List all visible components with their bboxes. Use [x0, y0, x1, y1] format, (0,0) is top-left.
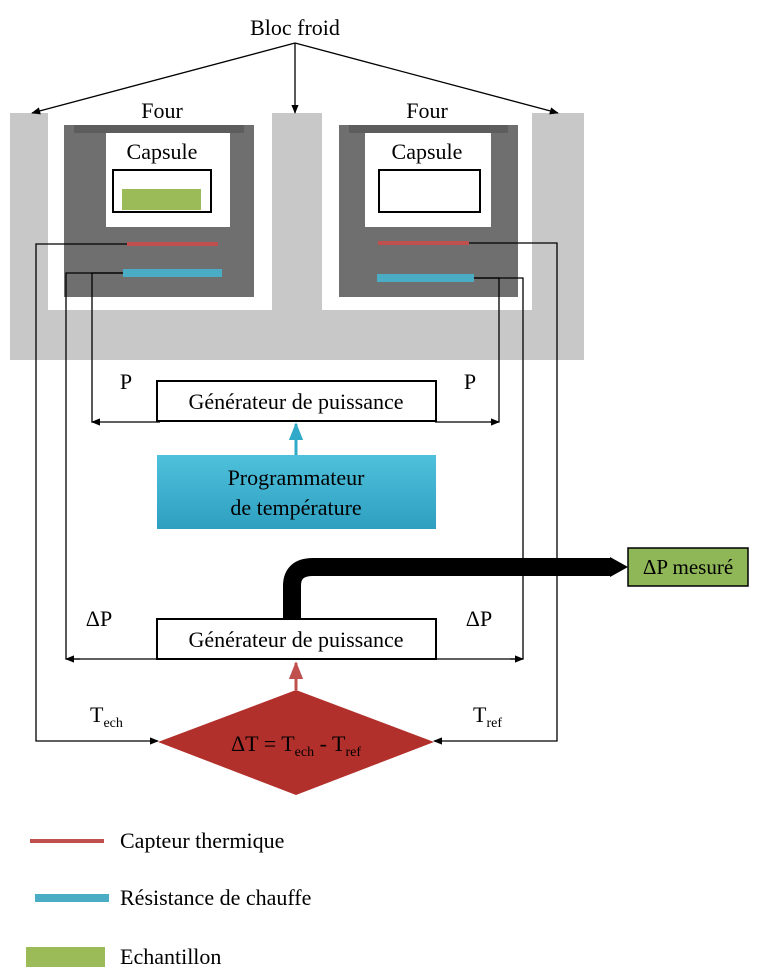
programmer-label-2: de température: [230, 495, 361, 520]
sample-block-icon: [26, 947, 105, 967]
measured-output-label: ΔP mesuré: [643, 555, 733, 579]
t-ech-label: Tech: [90, 702, 123, 731]
generator-bottom-label: Générateur de puissance: [188, 627, 403, 652]
legend-label-heater: Résistance de chauffe: [120, 885, 311, 910]
delta-power-right-label: ΔP: [466, 606, 492, 631]
capsule-right-label: Capsule: [392, 139, 463, 164]
measured-output-box: [627, 547, 749, 587]
measured-output-arrowhead: [610, 557, 628, 577]
oven-right: [339, 125, 518, 297]
cold-block-arrow-left: [31, 42, 296, 115]
power-left-label: P: [120, 369, 132, 394]
legend: Capteur thermique Résistance de chauffe …: [26, 828, 311, 967]
delta-t-diamond: [158, 690, 434, 795]
oven-right-label: Four: [406, 98, 448, 123]
t-ref-label: Tref: [473, 702, 502, 731]
sensor-right: [378, 241, 469, 245]
legend-label-sensor: Capteur thermique: [120, 828, 284, 853]
capsule-left-label: Capsule: [127, 139, 198, 164]
cold-block-label: Bloc froid: [250, 15, 340, 40]
delta-power-left-label: ΔP: [86, 606, 112, 631]
oven-left: [64, 125, 254, 297]
temp-wire-left: [35, 243, 159, 745]
heater-left: [123, 269, 222, 277]
cold-block: [10, 113, 584, 360]
delta-t-label: ΔT = Tech - Tref: [231, 731, 361, 760]
sensor-left: [127, 242, 218, 246]
legend-label-sample: Echantillon: [120, 944, 221, 967]
generator-bottom-box: [156, 618, 437, 660]
oven-left-lid: [74, 125, 244, 133]
temp-wire-right: [433, 242, 558, 745]
programmer-label-1: Programmateur: [228, 465, 366, 490]
programmer-box: [157, 455, 436, 529]
sensor-line-icon: [30, 839, 104, 843]
heater-right: [377, 274, 474, 282]
cold-block-shape: [10, 113, 584, 360]
capsule-right-pan: [378, 169, 481, 213]
power-right-label: P: [464, 369, 476, 394]
generator-top-box: [156, 380, 437, 422]
cold-block-arrow-right: [294, 42, 559, 115]
delta-power-circuit: [65, 272, 524, 663]
oven-right-lid: [349, 125, 508, 133]
measured-output-pipe: [283, 558, 612, 620]
generator-top-label: Générateur de puissance: [188, 389, 403, 414]
oven-left-label: Four: [141, 98, 183, 123]
sample: [122, 189, 201, 210]
temperature-circuit: [35, 242, 558, 745]
heater-bar-icon: [35, 894, 109, 902]
